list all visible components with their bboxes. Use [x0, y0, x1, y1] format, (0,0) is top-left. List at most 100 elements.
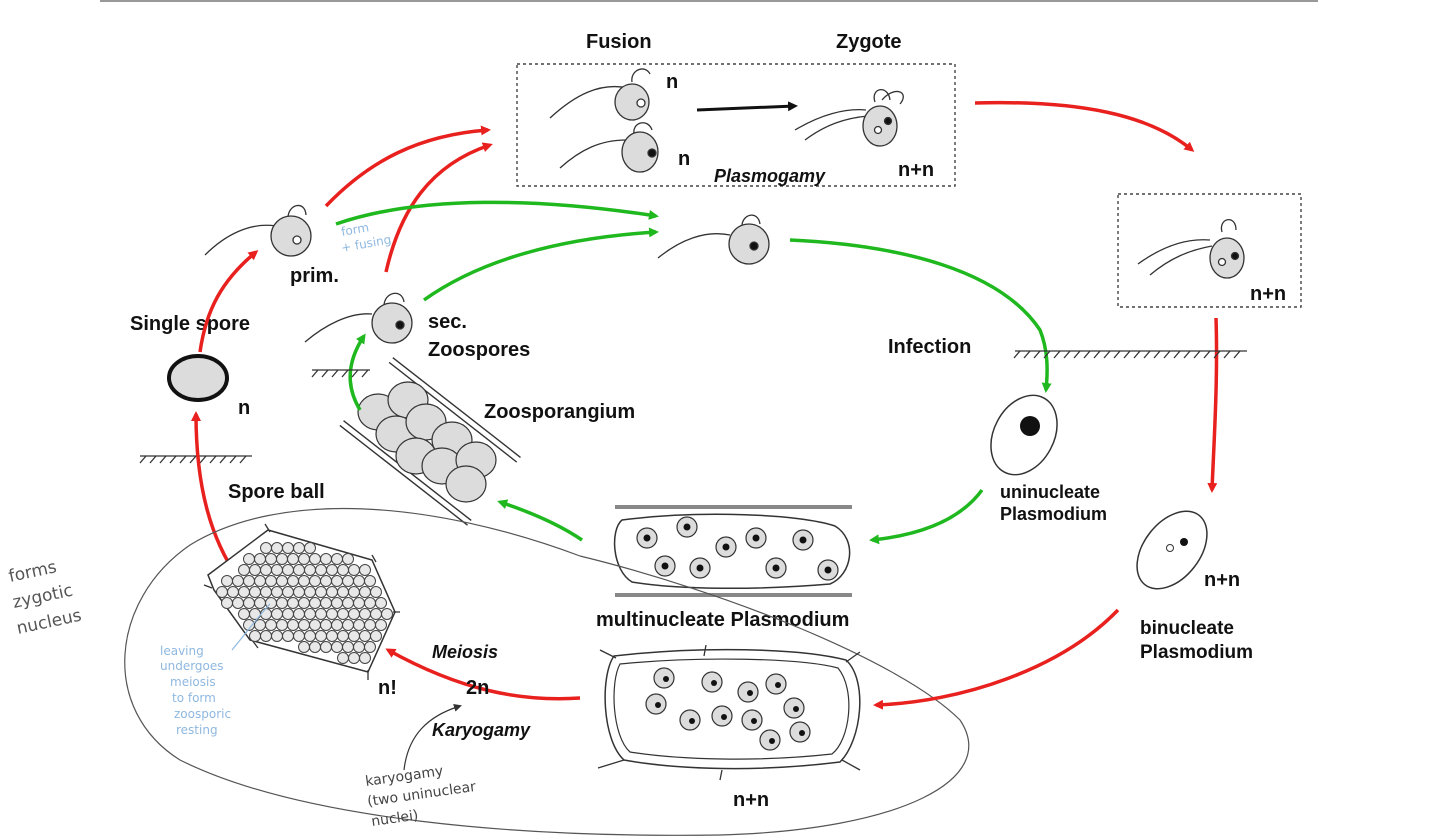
fusion-arrow [696, 101, 798, 112]
label-nn-zygote: n+n [898, 159, 934, 181]
spore-ball-spore [238, 564, 250, 576]
spore-ball-spore [271, 542, 283, 554]
spore-ball-spore [353, 641, 365, 653]
spore-ball-spore [287, 553, 299, 565]
svg-text:nuclei): nuclei) [370, 808, 419, 830]
spore-ball-spore [331, 553, 343, 565]
spore-ball-spore [359, 586, 371, 598]
fusion-box [516, 63, 956, 187]
spore-ball-spore [249, 630, 261, 642]
spore-ball-spore [359, 652, 371, 664]
spore-ball-spore [232, 575, 244, 587]
label-two-n: 2n [466, 677, 489, 699]
spore-ball-spore [298, 553, 310, 565]
label-nn-binucleate: n+n [1204, 569, 1240, 591]
spore-ball-spore [304, 630, 316, 642]
secondary-zoospore [304, 292, 413, 344]
spore-ball-spore [243, 553, 255, 565]
label-infection: Infection [888, 336, 971, 358]
green-arrow-to-multinucleate [869, 488, 984, 545]
spore-ball-spore [271, 608, 283, 620]
label-sec: sec. [428, 311, 467, 333]
enclosing-loop [124, 507, 970, 836]
spore-ball-spore [315, 608, 327, 620]
spore-ball-spore [320, 619, 332, 631]
spore-ball-spore [342, 575, 354, 587]
zygote-cell-right [1137, 219, 1245, 279]
spore-ball-spore [353, 619, 365, 631]
spore-ball-spore [326, 586, 338, 598]
spore-ball-spore [353, 575, 365, 587]
spore-ball-spore [364, 597, 376, 609]
spore-ball-spore [364, 575, 376, 587]
spore-ball-spore [249, 586, 261, 598]
spore-ball-spore [287, 597, 299, 609]
spore-ball-spore [309, 641, 321, 653]
label-n-top2: n [678, 148, 690, 170]
spore-ball-spore [342, 619, 354, 631]
handwritten-note-blue-small: form + fusing [340, 220, 392, 255]
label-zygote: Zygote [836, 31, 902, 53]
label-zoosporangium: Zoosporangium [484, 401, 635, 423]
spore-ball-spore [348, 630, 360, 642]
spore-ball-spore [249, 608, 261, 620]
spore-ball-spore [331, 619, 343, 631]
spore-ball-spore [293, 586, 305, 598]
label-zoospores: Zoospores [428, 339, 530, 361]
primary-zoospore [204, 204, 312, 257]
spore-ball-spore [276, 575, 288, 587]
spore-ball-spore [298, 641, 310, 653]
spore-ball-spore [326, 564, 338, 576]
zygote-box-right [1117, 193, 1302, 308]
spore-ball-spore [282, 542, 294, 554]
spore-ball-spore [243, 597, 255, 609]
spore-ball [203, 523, 400, 680]
green-arrow-to-zoosporangium [497, 499, 583, 542]
label-plasmogamy: Plasmogamy [714, 166, 826, 186]
label-n-excl: n! [378, 677, 397, 699]
label-nn-bottom: n+n [733, 789, 769, 811]
spore-ball-spore [282, 608, 294, 620]
spore-ball-spore [293, 564, 305, 576]
mature-plasmodium-cell [597, 644, 861, 781]
spore-ball-spore [326, 608, 338, 620]
spore-ball-spore [227, 586, 239, 598]
gamete-top [549, 68, 651, 121]
label-binucleate-1: binucleate [1140, 618, 1234, 639]
svg-text:form: form [340, 220, 370, 239]
spore-ball-spore [282, 630, 294, 642]
spore-ball-spore [249, 564, 261, 576]
spore-ball-spore [276, 553, 288, 565]
spore-ball-spore [337, 564, 349, 576]
spore-ball-spore [298, 575, 310, 587]
spore-ball-spore [232, 597, 244, 609]
spore-ball-spore [309, 575, 321, 587]
svg-text:zoosporic: zoosporic [174, 707, 231, 721]
svg-text:resting: resting [176, 723, 218, 737]
spore-ball-spore [331, 597, 343, 609]
spore-ball-spore [238, 608, 250, 620]
red-arrow-to-mature-plasmodium [873, 608, 1120, 710]
red-arrow-sec-to-fusion [384, 142, 493, 273]
spore-ball-spore [342, 553, 354, 565]
soil-line-right [1013, 350, 1247, 359]
spore-ball-spore [342, 597, 354, 609]
spore-ball-spore [364, 619, 376, 631]
spore-ball-spore [370, 630, 382, 642]
spore-ball-spore [309, 553, 321, 565]
red-arrow-spore-to-prim [198, 250, 259, 353]
label-binucleate-2: Plasmodium [1140, 642, 1253, 663]
spore-ball-spore [359, 564, 371, 576]
spore-ball-spore [320, 553, 332, 565]
label-fusion: Fusion [586, 31, 652, 53]
single-spore [167, 354, 229, 402]
spore-ball-spore [337, 630, 349, 642]
label-multinucleate: multinucleate Plasmodium [596, 609, 849, 631]
spore-ball-spore [260, 608, 272, 620]
note-pointer-bottom [403, 703, 462, 771]
spore-ball-spore [370, 586, 382, 598]
spore-ball-spore [260, 564, 272, 576]
spore-ball-spore [293, 542, 305, 554]
spore-ball-spore [265, 553, 277, 565]
